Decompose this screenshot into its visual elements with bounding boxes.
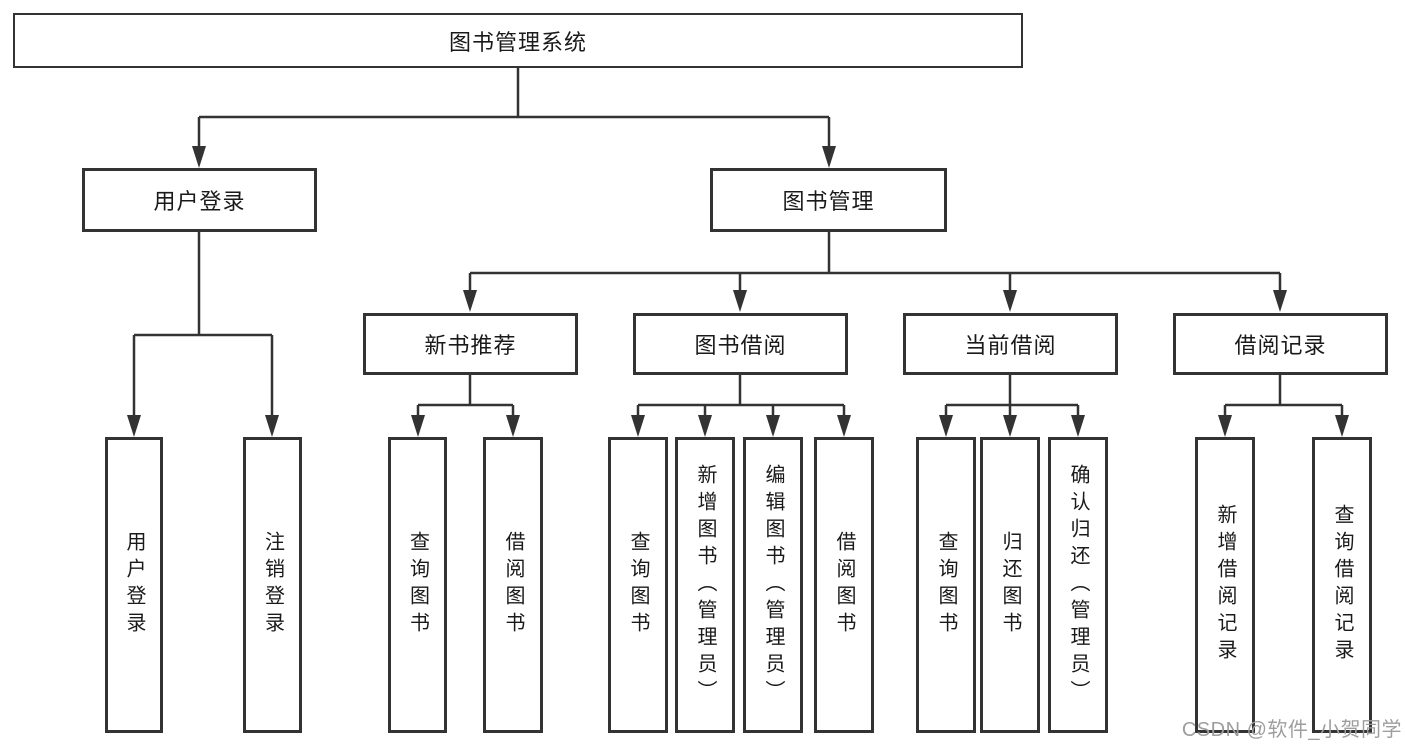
csdn-watermark: CSDN @软件_小贺同学 [1181,719,1402,741]
leaf-records-query-record: 查询借阅记录 [1312,437,1372,733]
node-book-management: 图书管理 [710,168,947,232]
leaf-borrow-edit-books-admin: 编辑图书（管理员） [743,437,803,733]
leaf-user-login: 用户登录 [105,437,163,733]
leaf-newbooks-query-books: 查询图书 [388,437,447,733]
leaf-current-query-books: 查询图书 [916,437,976,733]
node-new-book-recommend: 新书推荐 [363,313,578,375]
node-library-management-system: 图书管理系统 [13,13,1023,68]
node-book-borrow: 图书借阅 [633,313,848,375]
node-user-login: 用户登录 [82,168,317,232]
leaf-logout: 注销登录 [243,437,302,733]
leaf-borrow-borrow-books: 借阅图书 [814,437,874,733]
leaf-current-return-books: 归还图书 [980,437,1040,733]
leaf-records-add-record: 新增借阅记录 [1195,437,1255,733]
leaf-current-confirm-return-admin: 确认归还（管理员） [1048,437,1108,733]
leaf-borrow-query-books: 查询图书 [608,437,668,733]
node-current-borrow: 当前借阅 [903,313,1118,375]
leaf-newbooks-borrow-books: 借阅图书 [483,437,543,733]
leaf-borrow-add-books-admin: 新增图书（管理员） [675,437,735,733]
node-borrow-records: 借阅记录 [1173,313,1388,375]
